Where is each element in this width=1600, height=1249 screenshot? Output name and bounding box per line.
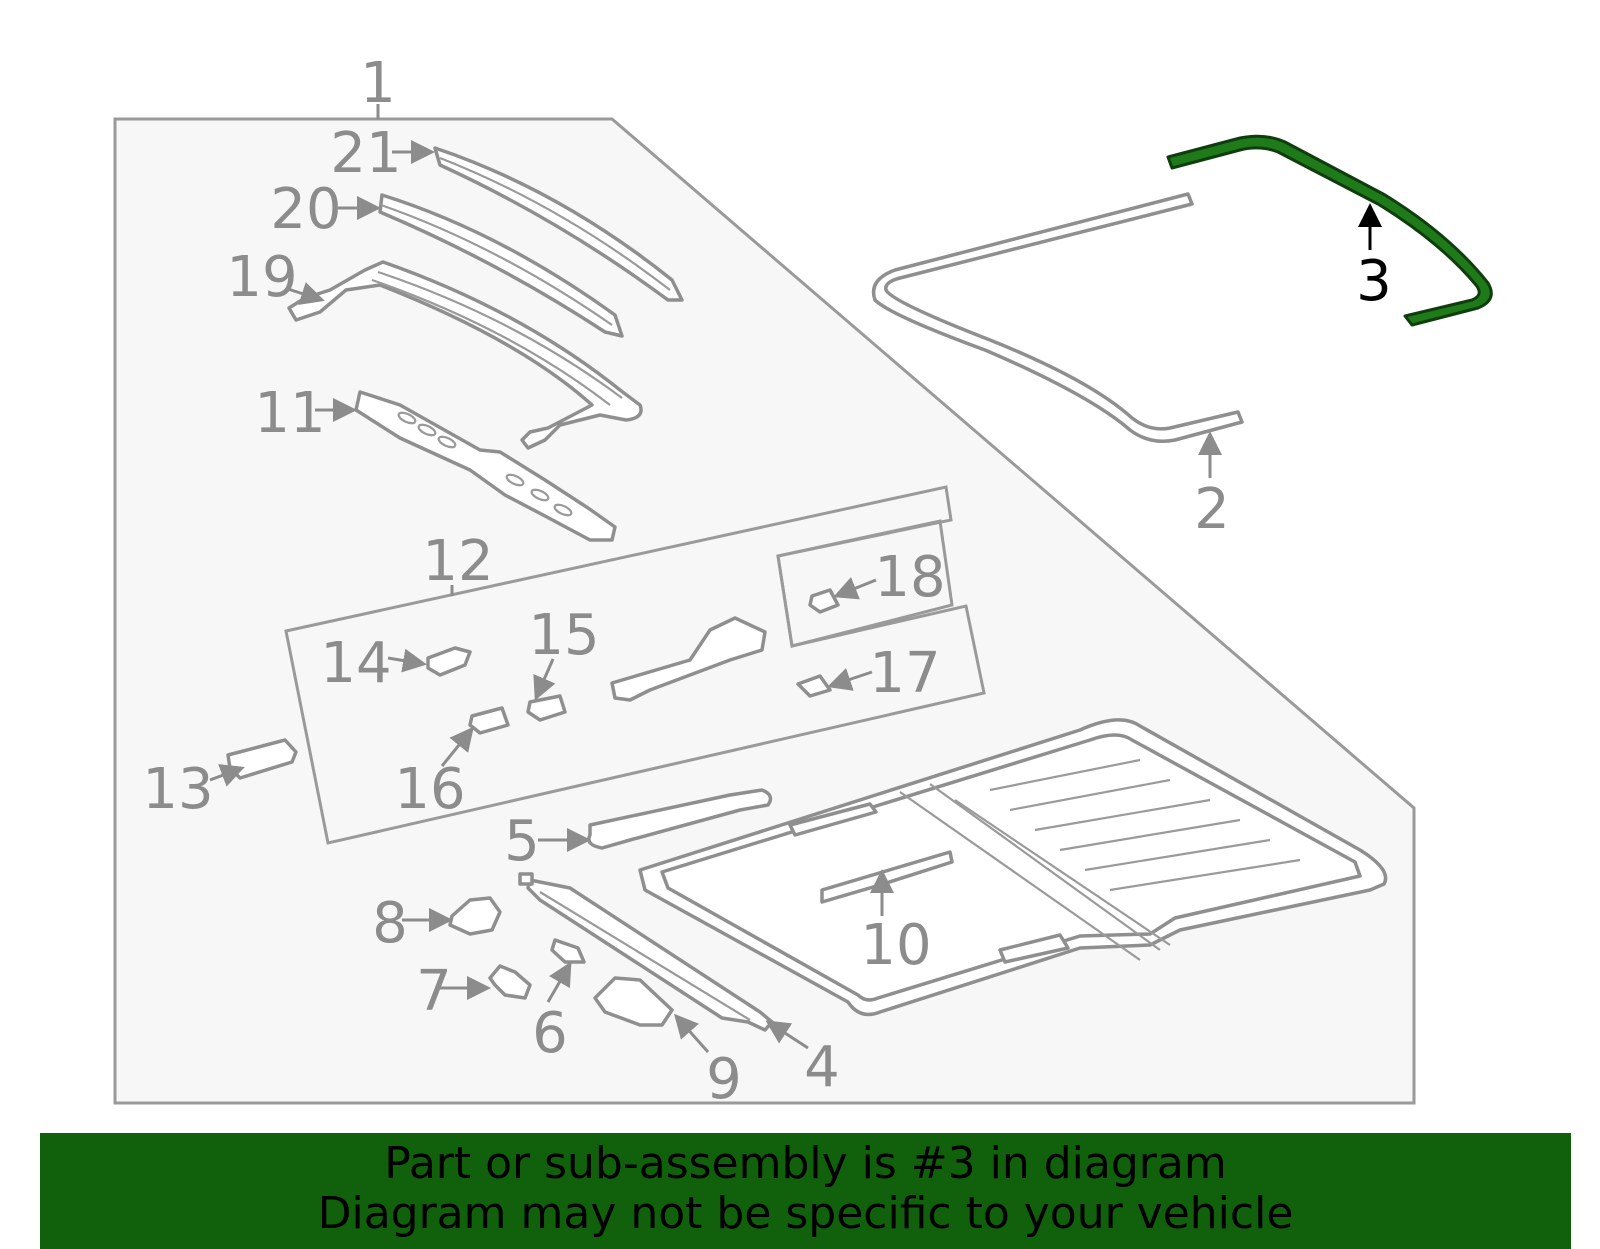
part-9[interactable] <box>593 976 674 1027</box>
part-20[interactable] <box>378 193 624 338</box>
banner-line-2: Diagram may not be specific to your vehi… <box>317 1188 1294 1239</box>
part-10[interactable] <box>638 718 1388 1017</box>
banner-line-1: Part or sub-assembly is #3 in diagram <box>384 1138 1227 1189</box>
part-18[interactable] <box>808 588 840 614</box>
part-6[interactable] <box>550 938 586 964</box>
callout-11: 11 <box>254 381 325 446</box>
part-21[interactable] <box>433 146 684 302</box>
part-11[interactable] <box>354 390 617 542</box>
callout-14: 14 <box>320 631 391 696</box>
callout-17: 17 <box>869 641 940 706</box>
callout-5: 5 <box>504 809 540 874</box>
parts-diagram: 1 2 3 4 5 6 7 8 9 10 11 12 13 14 15 16 1… <box>113 51 1493 1112</box>
part-4[interactable] <box>518 872 774 1032</box>
callout-19: 19 <box>226 245 297 310</box>
callout-15: 15 <box>528 603 599 668</box>
callout-21: 21 <box>330 121 401 186</box>
callout-2: 2 <box>1194 477 1230 542</box>
callout-8: 8 <box>372 891 408 956</box>
part-7[interactable] <box>488 964 532 1000</box>
part-2[interactable] <box>871 192 1244 443</box>
callout-18: 18 <box>874 545 945 610</box>
callout-4: 4 <box>804 1035 840 1100</box>
callout-3: 3 <box>1356 249 1392 314</box>
part-12-mechanism[interactable] <box>610 616 767 702</box>
callout-10: 10 <box>860 913 931 978</box>
part-16[interactable] <box>468 706 510 735</box>
callout-1: 1 <box>360 51 396 116</box>
callout-16: 16 <box>394 757 465 822</box>
callout-7: 7 <box>416 959 452 1024</box>
callout-12: 12 <box>422 529 493 594</box>
part-14[interactable] <box>426 646 472 677</box>
part-8[interactable] <box>448 896 502 936</box>
part-19[interactable] <box>287 260 643 450</box>
callout-9: 9 <box>706 1047 742 1112</box>
callout-13: 13 <box>142 757 213 822</box>
info-banner: Part or sub-assembly is #3 in diagram Di… <box>40 1133 1571 1249</box>
subassembly-17-18-outline <box>776 519 954 648</box>
part-3-highlighted[interactable] <box>1166 134 1493 327</box>
callout-6: 6 <box>532 1001 568 1066</box>
callout-20: 20 <box>270 177 341 242</box>
